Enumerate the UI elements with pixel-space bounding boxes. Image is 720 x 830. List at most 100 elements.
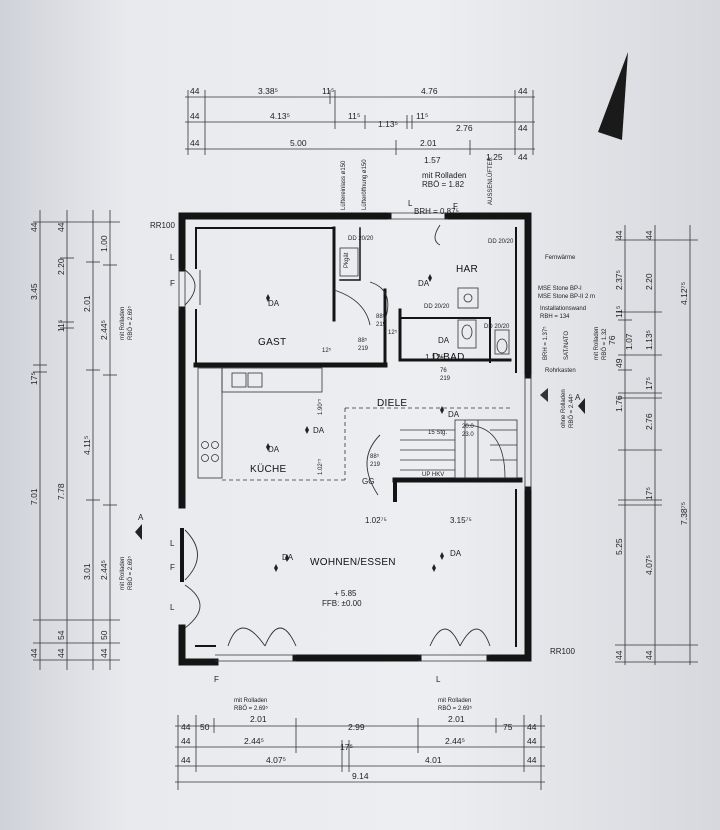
dim-right-c2-3: 17⁵	[644, 487, 654, 500]
door-bad2: 219	[440, 376, 451, 382]
bathroom-fixtures	[339, 247, 510, 355]
door-12-2: 12⁵	[388, 329, 398, 336]
l-top: L	[408, 199, 413, 208]
rr100-bottom: RR100	[550, 647, 575, 656]
dim-right-c1-7: 17⁵	[644, 377, 654, 390]
right-dimensions	[615, 225, 698, 665]
luefter-1: Lüftereinlass ø150	[341, 160, 347, 210]
dim-top-r3-2: 2.01	[420, 138, 437, 148]
dd-1: DD 20/20	[348, 236, 374, 242]
dim-bot-r1-1: 50	[200, 722, 210, 732]
dim-top-r1-3: 4.76	[421, 86, 438, 96]
a-right: A	[575, 393, 581, 402]
left-dimensions	[33, 210, 120, 670]
rbh: RBH = 134	[540, 314, 570, 320]
satnet: SAT/NATO	[564, 331, 570, 360]
brh-top: BRH = 0.87⁵	[414, 207, 459, 216]
stairs-count: 15 Stg.	[428, 430, 447, 436]
dim-left-c3-1: 4.11⁵	[82, 436, 92, 455]
da-wohn2: DA	[450, 549, 462, 558]
dim-bot-r1-5: 75	[503, 722, 513, 732]
dim-top-r2-3: 1.13⁵	[378, 119, 398, 129]
dim-top-r3-5: 44	[518, 152, 528, 162]
door-har: 88⁵	[376, 313, 386, 320]
dim-bot-r4-0: 9.14	[352, 771, 369, 781]
rol-b1b: RBÖ = 2.69⁵	[234, 705, 269, 712]
dim-right-c3-1: 7.38⁷⁵	[679, 502, 689, 525]
ohne-rbo: RBÖ = 2.44⁵	[568, 393, 575, 428]
dim-right-c1-8: 5.25	[614, 538, 624, 555]
dim-left-c4-4: 44	[99, 648, 109, 658]
kueche-190: 1.90⁷⁵	[317, 398, 324, 415]
dim-left-c4-3: 50	[99, 630, 109, 640]
rol-b2: mit Rolladen	[438, 698, 471, 704]
rol-b1: mit Rolladen	[234, 698, 267, 704]
gg: GG	[362, 477, 374, 486]
dim-right-c2-6: 44	[644, 650, 654, 660]
door-har2: 219	[376, 322, 387, 328]
dim-right-c2-1: 2.20	[644, 273, 654, 290]
dim-top-r2-5: 2.76	[456, 123, 473, 133]
l-left3: L	[170, 603, 175, 612]
doors	[184, 224, 491, 647]
dim-left-c3-3: 54	[56, 630, 66, 640]
rohrkasten: Rohrkasten	[545, 368, 576, 374]
dim-top-r2-0: 44	[190, 111, 200, 121]
rol-l2b: RBÖ = 2.69⁵	[127, 555, 134, 590]
staircase	[345, 407, 518, 479]
door-gast: 88⁵	[358, 337, 368, 344]
dim-right-c1-9: 44	[614, 650, 624, 660]
dim-bot-r1-4: 2.01	[448, 714, 465, 724]
dim-right-c1-4: 49	[614, 358, 624, 368]
brh2: BRH = 1.37⁵	[542, 326, 549, 360]
dim-top-r2-4: 11⁵	[416, 111, 428, 121]
stair-arrow-icon	[540, 388, 548, 402]
install-1: MSE Stone BP-I	[538, 286, 582, 292]
dim-left-c2-1: 11⁵	[56, 320, 66, 332]
dim-left-c1-2: 3.45	[29, 283, 39, 300]
dim-bot-r3-3: 4.01	[425, 755, 442, 765]
dim-left-c4-0: 1.00	[99, 235, 109, 252]
dim-left-c4-1: 2.44⁵	[99, 320, 109, 340]
dim-top-r1-0: 44	[190, 86, 200, 96]
top-dimensions	[185, 90, 535, 155]
dim-bot-r2-1: 2.44⁵	[244, 736, 264, 746]
f-top: F	[453, 202, 458, 211]
rol-l1: mit Rolladen	[120, 307, 126, 340]
rol-r1b: RBÖ = 1.32	[601, 328, 608, 360]
f-left2: F	[170, 563, 175, 572]
ffb: + 5.85	[334, 589, 357, 598]
dim-top-r3-1: 5.00	[290, 138, 307, 148]
room-kueche: KÜCHE	[250, 463, 287, 475]
dim-bot-r3-0: 44	[181, 755, 191, 765]
da-kueche: DA	[268, 445, 280, 454]
kitchen-counter	[197, 367, 346, 481]
dim-top-r3-3: 1.57	[424, 155, 441, 165]
l-right: L	[436, 675, 441, 684]
installwand: Installationswand	[540, 306, 586, 312]
north-arrow-icon	[598, 52, 628, 140]
dim-right-c1-0: 44	[614, 230, 624, 240]
rol-l1b: RBÖ = 2.69⁵	[127, 305, 134, 340]
rol-b2b: RBÖ = 2.69⁵	[438, 705, 473, 712]
a-left: A	[138, 513, 144, 522]
dim-top-r3-4: 1.25	[486, 152, 503, 162]
dim-right-c1-6: 1.76	[614, 395, 624, 412]
install-2: MSE Stone BP-II 2 m	[538, 294, 595, 300]
dim-left-c1-3: 44	[29, 222, 39, 232]
dim-top-r2-1: 4.13⁵	[270, 111, 290, 121]
l-left1: L	[170, 253, 175, 262]
dim-left-c3-2: 3.01	[82, 563, 92, 580]
aussen: AUSSENLÜFTER	[487, 156, 494, 205]
rr100-top: RR100	[150, 221, 175, 230]
dim-left-c3-0: 2.01	[82, 295, 92, 312]
dim-right-c2-4: 2.76	[644, 413, 654, 430]
room-diele: DIELE	[377, 398, 407, 409]
dim-left-c4-2: 2.44⁵	[99, 560, 109, 580]
dim-top-r2-6: 44	[518, 123, 528, 133]
ceiling-light-markers	[266, 274, 444, 572]
door-12-1: 12⁵	[322, 347, 332, 354]
dim-bot-r1-3: 2.99	[348, 722, 365, 732]
